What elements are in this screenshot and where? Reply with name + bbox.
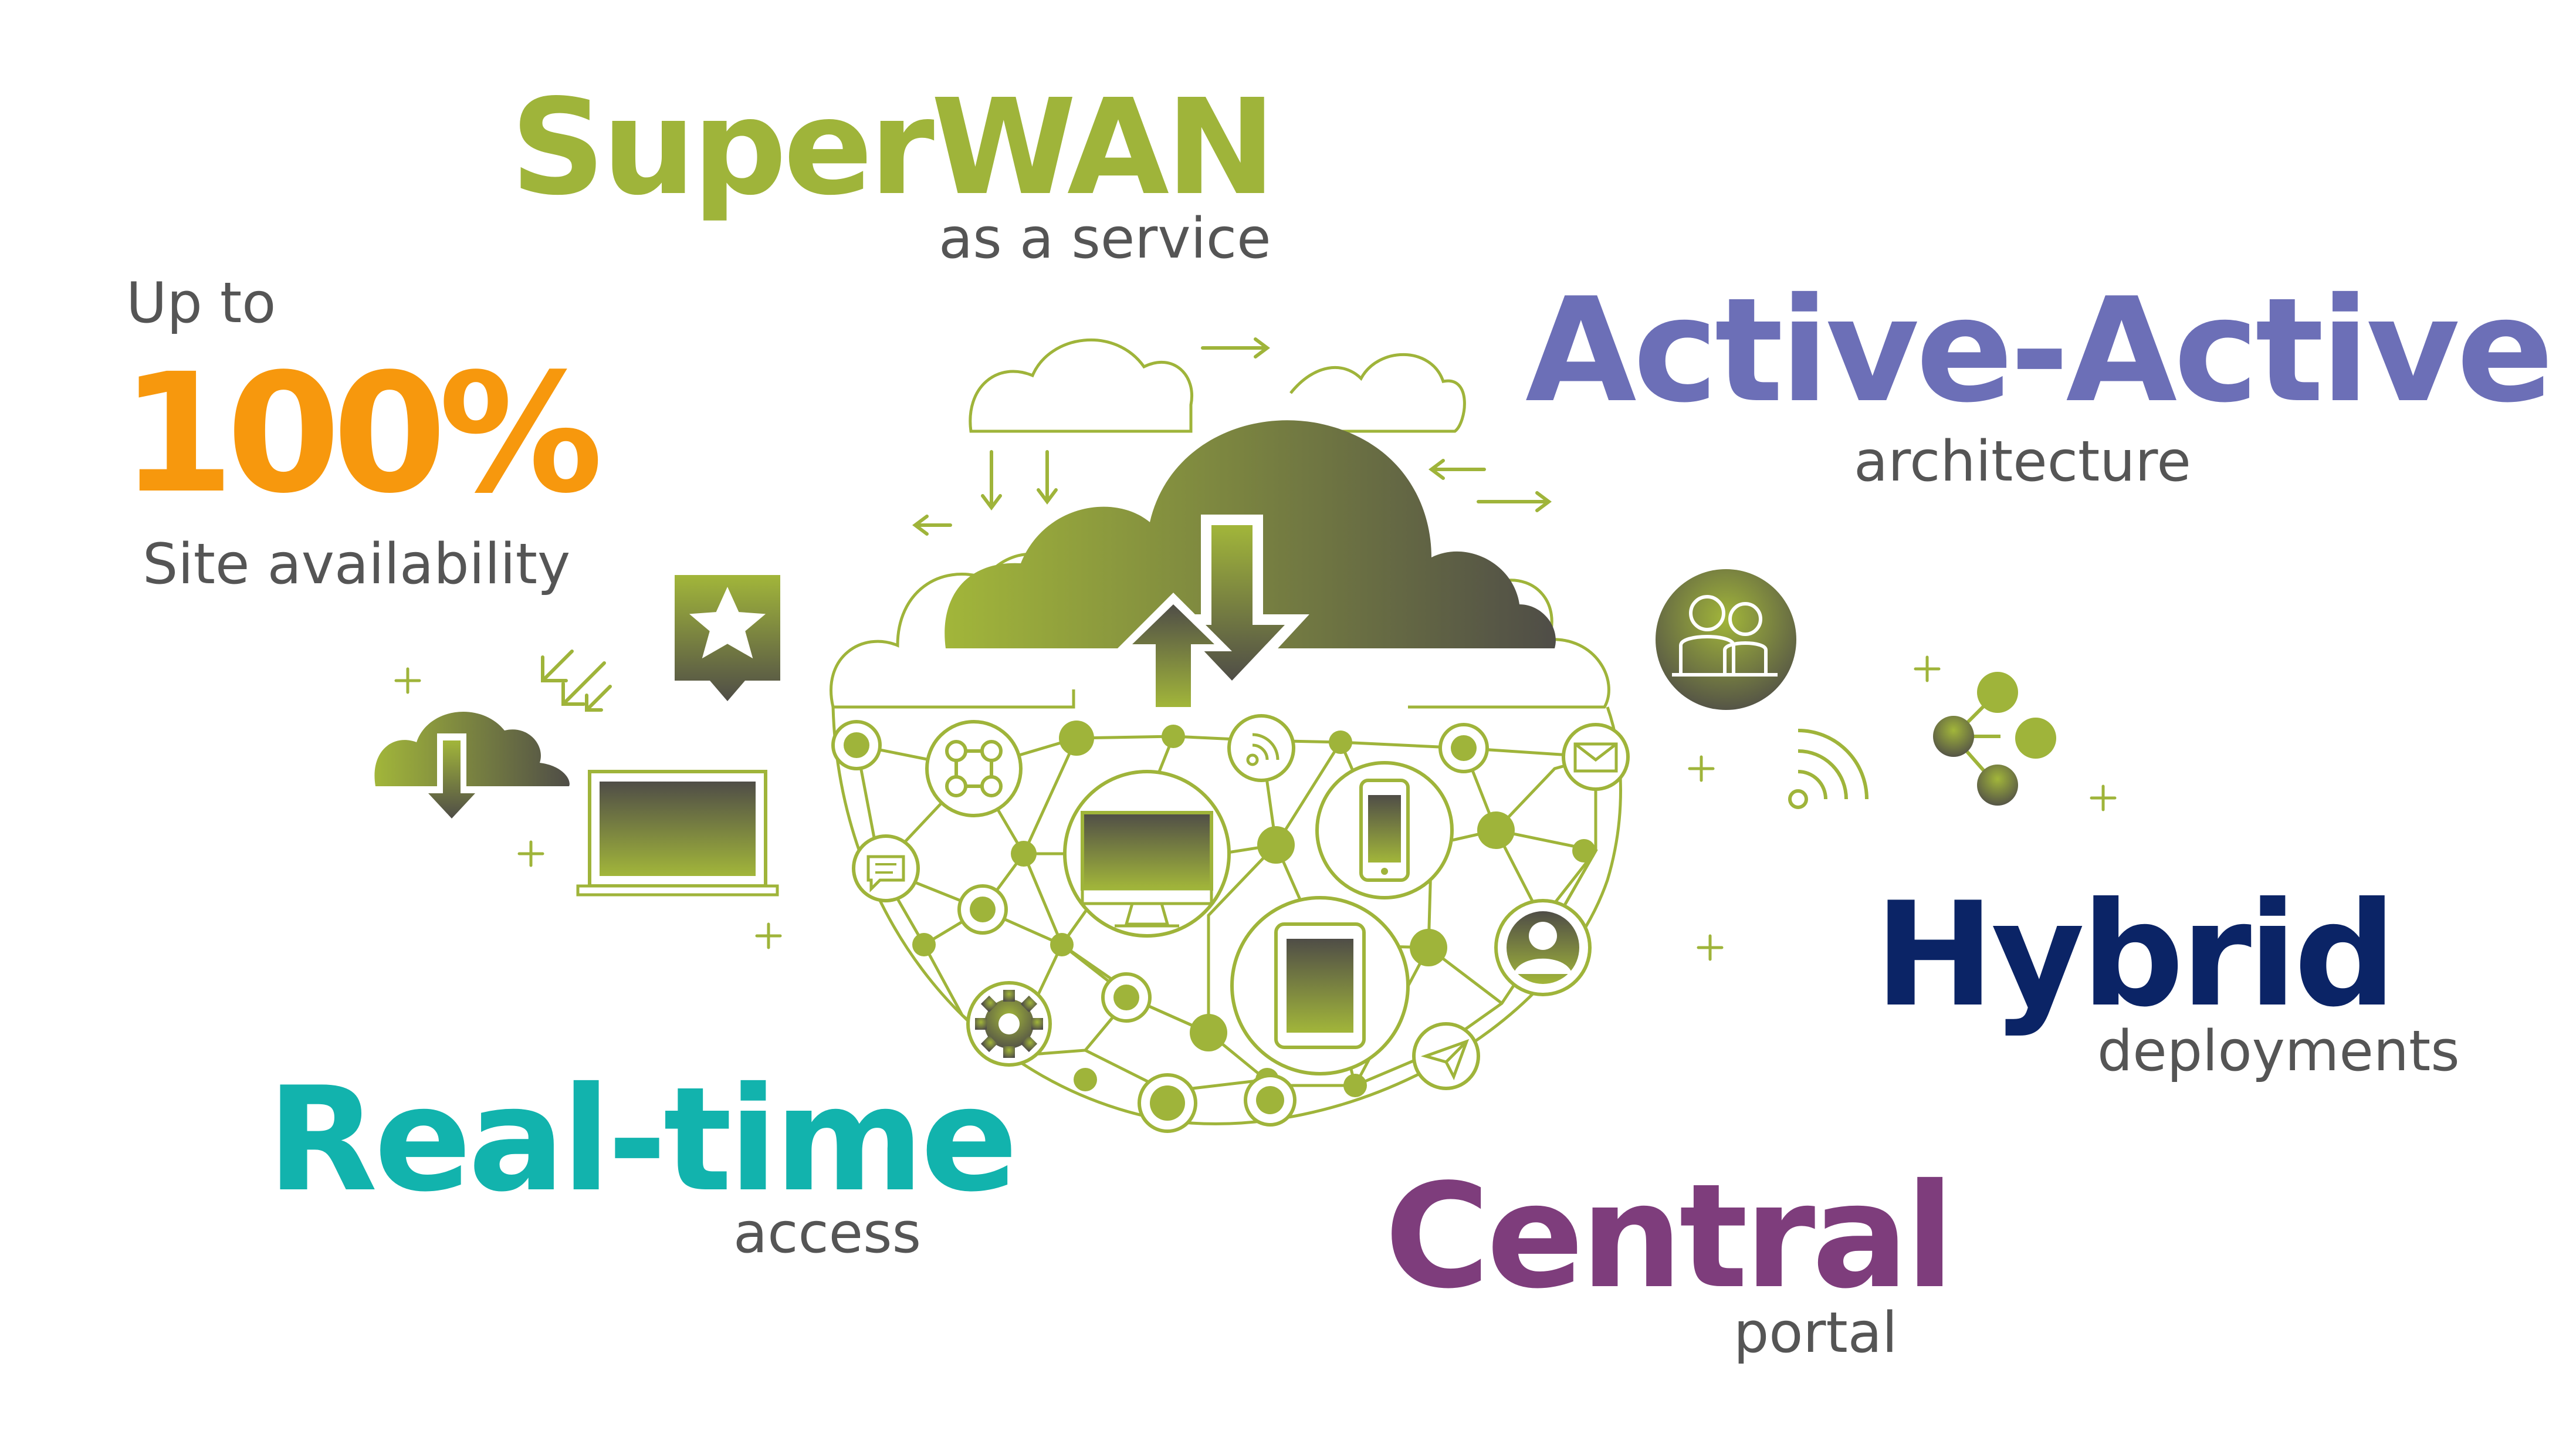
wifi-small-icon [1227, 714, 1295, 782]
superwan-subtitle: as a service [939, 207, 1271, 271]
chat-icon [852, 834, 920, 902]
uptime-subtitle: Site availability [143, 532, 571, 597]
superwan-title: SuperWAN [510, 71, 1276, 225]
monitor-icon [1063, 770, 1231, 938]
user-icon [1494, 899, 1592, 996]
gear-icon [966, 981, 1052, 1067]
users-badge-icon [1656, 569, 1796, 710]
paper-plane-icon [1412, 1022, 1480, 1090]
central-title: Central [1385, 1153, 1955, 1320]
network-nodes [912, 721, 1596, 1097]
mail-icon [1562, 723, 1630, 791]
laptop-icon [576, 770, 779, 897]
smartphone-icon [1315, 761, 1454, 899]
active-title: Active-Active [1525, 267, 2554, 434]
plus-decorations [394, 655, 2117, 961]
uptime-value: 100% [120, 339, 603, 530]
realtime-subtitle: access [733, 1201, 922, 1266]
wifi-signal-icon [1788, 729, 1868, 809]
star-badge-icon [675, 575, 780, 701]
hybrid-title: Hybrid [1874, 871, 2396, 1039]
realtime-title: Real-time [267, 1056, 1018, 1223]
tablet-icon [1230, 896, 1410, 1076]
cloud-download-icon [374, 711, 570, 827]
hybrid-subtitle: deployments [2097, 1019, 2460, 1084]
active-subtitle: architecture [1854, 429, 2191, 494]
flow-arrows [912, 337, 1552, 536]
share-nodes-right-icon [1933, 672, 2056, 806]
diagonal-arrows-icon [541, 650, 612, 712]
share-nodes-icon [925, 720, 1023, 817]
central-subtitle: portal [1734, 1301, 1898, 1365]
cloud-network-icon [933, 420, 1566, 713]
uptime-prefix: Up to [126, 271, 276, 336]
